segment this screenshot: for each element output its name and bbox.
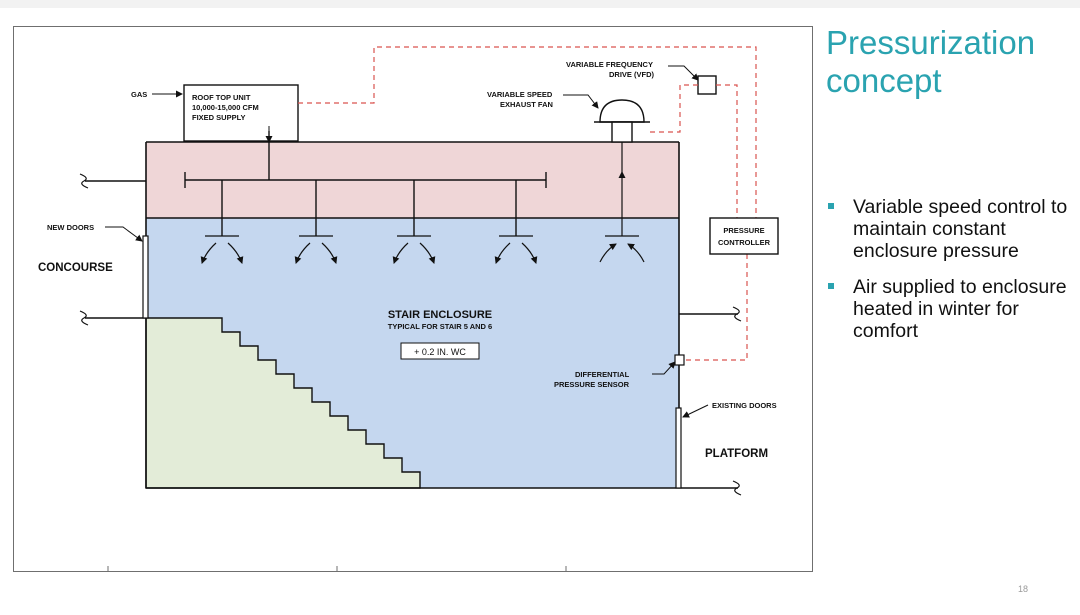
- top-bar: [0, 0, 1080, 8]
- fan-label-2: EXHAUST FAN: [500, 100, 553, 109]
- bullet-text: Variable speed control to maintain const…: [853, 196, 1068, 262]
- pressure-sensor: [674, 354, 685, 366]
- concourse-label: CONCOURSE: [38, 262, 113, 274]
- bullet-item: Air supplied to enclosure heated in wint…: [826, 276, 1076, 342]
- break-symbols: [79, 173, 742, 496]
- vfd-leader: [668, 65, 699, 81]
- pc-label-1: PRESSURE: [723, 226, 764, 235]
- slide-title: Pressurization concept: [826, 24, 1036, 99]
- existing-doors: [675, 407, 682, 489]
- bullet-text: Air supplied to enclosure heated in wint…: [853, 276, 1067, 342]
- rtu-label-1: ROOF TOP UNIT: [192, 93, 251, 102]
- rtu-label-2: 10,000-15,000 CFM: [192, 103, 259, 112]
- vfd-label-1: VARIABLE FREQUENCY: [566, 60, 653, 69]
- new-doors: [142, 235, 149, 319]
- dps-label-2: PRESSURE SENSOR: [554, 380, 630, 389]
- pressure-value: + 0.2 IN. WC: [414, 347, 466, 357]
- frame-ticks: [107, 566, 567, 571]
- rtu-label-3: FIXED SUPPLY: [192, 113, 246, 122]
- fan-leader: [563, 94, 599, 109]
- dps-leader: [652, 361, 676, 375]
- new-doors-leader: [105, 226, 143, 242]
- new-doors-label: NEW DOORS: [47, 223, 94, 232]
- page-number: 18: [1018, 584, 1029, 594]
- bullet-list: Variable speed control to maintain const…: [826, 196, 1076, 356]
- existing-doors-leader: [682, 404, 709, 418]
- vfd-box: [697, 75, 717, 95]
- fan-label-1: VARIABLE SPEED: [487, 90, 553, 99]
- stairs: [145, 317, 421, 489]
- pressurization-diagram: ROOF TOP UNIT 10,000-15,000 CFM FIXED SU…: [38, 46, 779, 571]
- vfd-label-2: DRIVE (VFD): [609, 70, 655, 79]
- stair-enclosure-title: STAIR ENCLOSURE: [388, 309, 492, 321]
- exhaust-grille: [599, 142, 645, 263]
- bullet-marker-icon: [828, 283, 834, 289]
- gas-label: GAS: [131, 90, 147, 99]
- exhaust-fan: [594, 99, 650, 143]
- existing-doors-label: EXISTING DOORS: [712, 401, 777, 410]
- pressure-value-box: [400, 342, 480, 360]
- bullet-item: Variable speed control to maintain const…: [826, 196, 1076, 262]
- roof-top-unit: [183, 84, 299, 142]
- pc-label-2: CONTROLLER: [718, 238, 771, 247]
- platform-label: PLATFORM: [705, 448, 768, 460]
- bullet-marker-icon: [828, 203, 834, 209]
- control-wiring: [298, 46, 757, 361]
- supply-diffusers: [200, 235, 538, 264]
- pressure-controller: [709, 217, 779, 255]
- stair-enclosure-subtitle: TYPICAL FOR STAIR 5 AND 6: [388, 322, 492, 331]
- dps-label-1: DIFFERENTIAL: [575, 370, 630, 379]
